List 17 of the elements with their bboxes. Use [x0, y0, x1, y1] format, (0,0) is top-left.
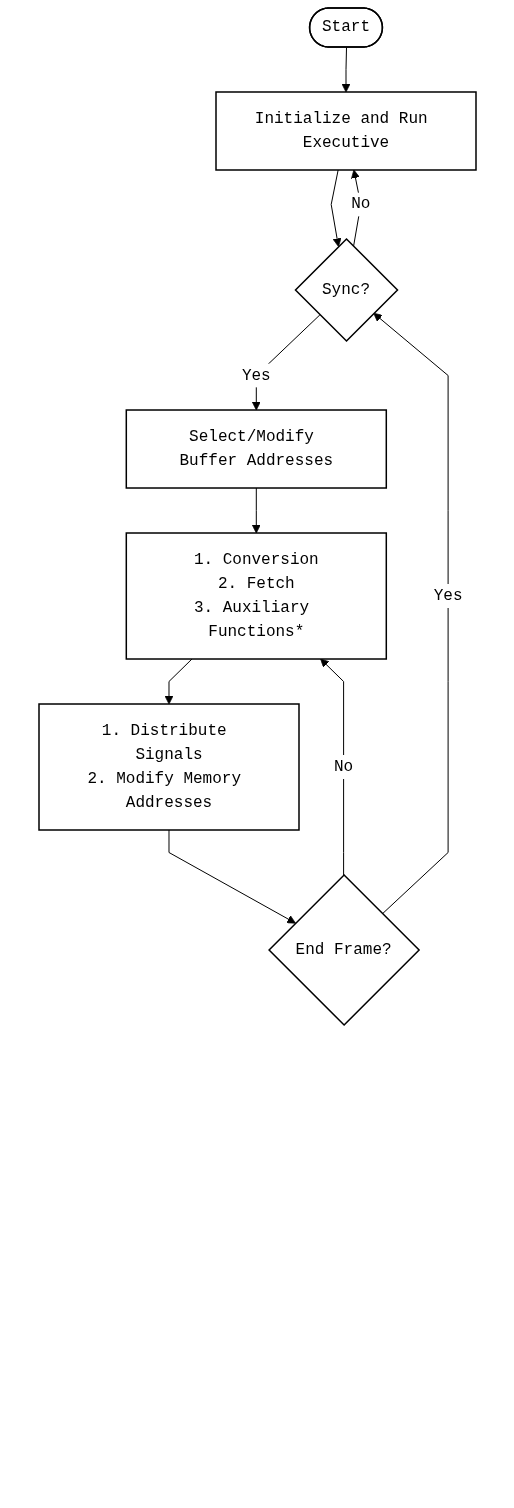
arrow	[168, 829, 296, 924]
arrow	[341, 47, 350, 93]
node-box: 1. Distribute Signals 2. Modify Memory Addresses	[37, 703, 300, 831]
arrow	[372, 312, 449, 915]
edge-label: No	[333, 758, 353, 776]
edge-label: Yes	[241, 366, 271, 385]
arrow	[319, 658, 344, 876]
node-diamond: Sync?	[293, 237, 399, 343]
edge-label: Yes	[433, 587, 463, 606]
node-box: Initialize and Run Executive	[214, 91, 477, 171]
node-box: Select/Modify Buffer Addresses	[125, 409, 387, 489]
arrow	[330, 169, 341, 247]
arrow	[164, 658, 192, 705]
node-box: 1. Conversion 2. Fetch 3. Auxiliary Functions*	[125, 532, 387, 660]
edge-label: No	[350, 195, 370, 214]
node-diamond: End Frame?	[267, 873, 420, 1027]
arrow	[251, 487, 261, 534]
